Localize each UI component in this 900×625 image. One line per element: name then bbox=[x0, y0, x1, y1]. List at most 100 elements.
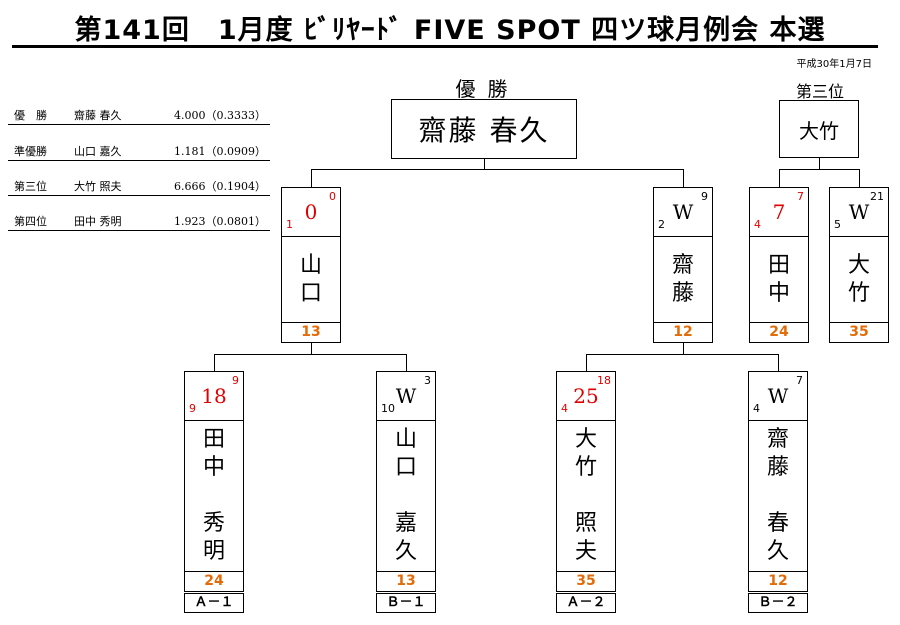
score-cell: 7 7 4 bbox=[750, 188, 808, 237]
handicap: 24 bbox=[185, 571, 243, 591]
result-row-1: 優 勝 齋藤 春久 4.000（0.3333） bbox=[8, 106, 270, 125]
target-points: 7 bbox=[796, 374, 803, 387]
match-score: 7 bbox=[772, 200, 786, 224]
handicap: 35 bbox=[830, 322, 888, 342]
result-value: 1.181（0.0909） bbox=[174, 145, 266, 158]
player-name: 田 中 bbox=[767, 253, 790, 306]
semi-player-tanaka: 7 7 4 田 中 24 bbox=[749, 187, 809, 343]
bracket-line bbox=[779, 169, 859, 170]
score-cell: 9 W 2 bbox=[654, 188, 712, 237]
champion-label: 優勝 bbox=[455, 77, 520, 101]
champion-box: 齋藤 春久 bbox=[391, 99, 577, 159]
score-cell: 21 W 5 bbox=[830, 188, 888, 237]
first-player-saito: 7 W 4 齋 藤 春 久 12 bbox=[748, 371, 808, 592]
result-name: 山口 嘉久 bbox=[74, 145, 122, 158]
score-cell: 7 W 4 bbox=[749, 372, 807, 421]
semi-player-otake: 21 W 5 大 竹 35 bbox=[829, 187, 889, 343]
bracket-line bbox=[484, 159, 485, 169]
bracket-line bbox=[586, 354, 778, 355]
result-name: 田中 秀明 bbox=[74, 215, 122, 228]
target-points: 0 bbox=[329, 190, 336, 203]
champion-name: 齋藤 春久 bbox=[418, 114, 550, 147]
third-place-name: 大竹 bbox=[799, 118, 839, 143]
handicap: 12 bbox=[749, 571, 807, 591]
bracket-line bbox=[311, 169, 312, 187]
first-player-tanaka: 9 18 9 田 中 秀 明 24 bbox=[184, 371, 244, 592]
bracket-line bbox=[311, 169, 683, 170]
handicap: 13 bbox=[282, 322, 340, 342]
target-points: 21 bbox=[870, 190, 884, 203]
match-score: 0 bbox=[304, 200, 318, 224]
innings-count: 10 bbox=[381, 402, 395, 415]
target-points: 18 bbox=[597, 374, 611, 387]
match-score: W bbox=[848, 200, 870, 224]
result-rank: 第四位 bbox=[14, 215, 47, 228]
page-title: 第141回 1月度 ﾋﾞﾘﾔｰﾄﾞ FIVE SPOT 四ツ球月例会 本選 bbox=[74, 15, 826, 46]
title-underline bbox=[12, 45, 878, 48]
bracket-line bbox=[214, 354, 215, 371]
match-score: W bbox=[672, 200, 694, 224]
bracket-line bbox=[311, 342, 312, 354]
match-score: W bbox=[767, 384, 789, 408]
result-row-4: 第四位 田中 秀明 1.923（0.0801） bbox=[8, 212, 270, 231]
result-row-2: 準優勝 山口 嘉久 1.181（0.0909） bbox=[8, 142, 270, 161]
player-name: 大 竹 照 夫 bbox=[574, 427, 597, 564]
innings-count: 4 bbox=[753, 402, 760, 415]
target-points: 7 bbox=[797, 190, 804, 203]
score-cell: 9 18 9 bbox=[185, 372, 243, 421]
bracket-line bbox=[214, 354, 406, 355]
result-rank: 準優勝 bbox=[14, 145, 47, 158]
score-cell: 0 0 1 bbox=[282, 188, 340, 237]
bracket-line bbox=[778, 354, 779, 371]
match-score: 25 bbox=[573, 384, 599, 408]
group-label: Ｂ－１ bbox=[376, 593, 436, 613]
handicap: 13 bbox=[377, 571, 435, 591]
innings-count: 5 bbox=[834, 218, 841, 231]
bracket-line bbox=[779, 169, 780, 187]
score-cell: 18 25 4 bbox=[557, 372, 615, 421]
result-rank: 第三位 bbox=[14, 180, 47, 193]
result-value: 1.923（0.0801） bbox=[174, 215, 266, 228]
bracket-line bbox=[683, 342, 684, 354]
player-name: 山 口 嘉 久 bbox=[394, 427, 417, 564]
score-cell: 3 W 10 bbox=[377, 372, 435, 421]
innings-count: 9 bbox=[189, 402, 196, 415]
bracket-line bbox=[406, 354, 407, 371]
innings-count: 2 bbox=[658, 218, 665, 231]
bracket-line bbox=[819, 158, 820, 169]
result-value: 6.666（0.1904） bbox=[174, 180, 266, 193]
semi-player-saito: 9 W 2 齋 藤 12 bbox=[653, 187, 713, 343]
player-name: 山 口 bbox=[299, 253, 322, 306]
bracket-line bbox=[586, 354, 587, 371]
innings-count: 4 bbox=[754, 218, 761, 231]
result-name: 大竹 照夫 bbox=[74, 180, 122, 193]
result-rank: 優 勝 bbox=[14, 109, 47, 122]
target-points: 3 bbox=[424, 374, 431, 387]
player-name: 齋 藤 bbox=[671, 253, 694, 306]
first-player-yamaguchi: 3 W 10 山 口 嘉 久 13 bbox=[376, 371, 436, 592]
player-name: 齋 藤 春 久 bbox=[766, 427, 789, 564]
first-player-otake: 18 25 4 大 竹 照 夫 35 bbox=[556, 371, 616, 592]
event-date: 平成30年1月7日 bbox=[796, 59, 872, 70]
bracket-line bbox=[683, 169, 684, 187]
match-score: W bbox=[395, 384, 417, 408]
handicap: 35 bbox=[557, 571, 615, 591]
result-value: 4.000（0.3333） bbox=[174, 109, 266, 122]
innings-count: 4 bbox=[561, 402, 568, 415]
group-label: Ａ－２ bbox=[556, 593, 616, 613]
group-label: Ａ－１ bbox=[184, 593, 244, 613]
result-row-3: 第三位 大竹 照夫 6.666（0.1904） bbox=[8, 177, 270, 196]
target-points: 9 bbox=[232, 374, 239, 387]
third-place-box: 大竹 bbox=[779, 100, 859, 158]
player-name: 大 竹 bbox=[847, 253, 870, 306]
target-points: 9 bbox=[701, 190, 708, 203]
bracket-line bbox=[859, 169, 860, 187]
semi-player-yamaguchi: 0 0 1 山 口 13 bbox=[281, 187, 341, 343]
third-place-label: 第三位 bbox=[795, 82, 844, 101]
handicap: 24 bbox=[750, 322, 808, 342]
group-label: Ｂ－２ bbox=[748, 593, 808, 613]
match-score: 18 bbox=[201, 384, 227, 408]
innings-count: 1 bbox=[286, 218, 293, 231]
handicap: 12 bbox=[654, 322, 712, 342]
player-name: 田 中 秀 明 bbox=[202, 427, 225, 564]
